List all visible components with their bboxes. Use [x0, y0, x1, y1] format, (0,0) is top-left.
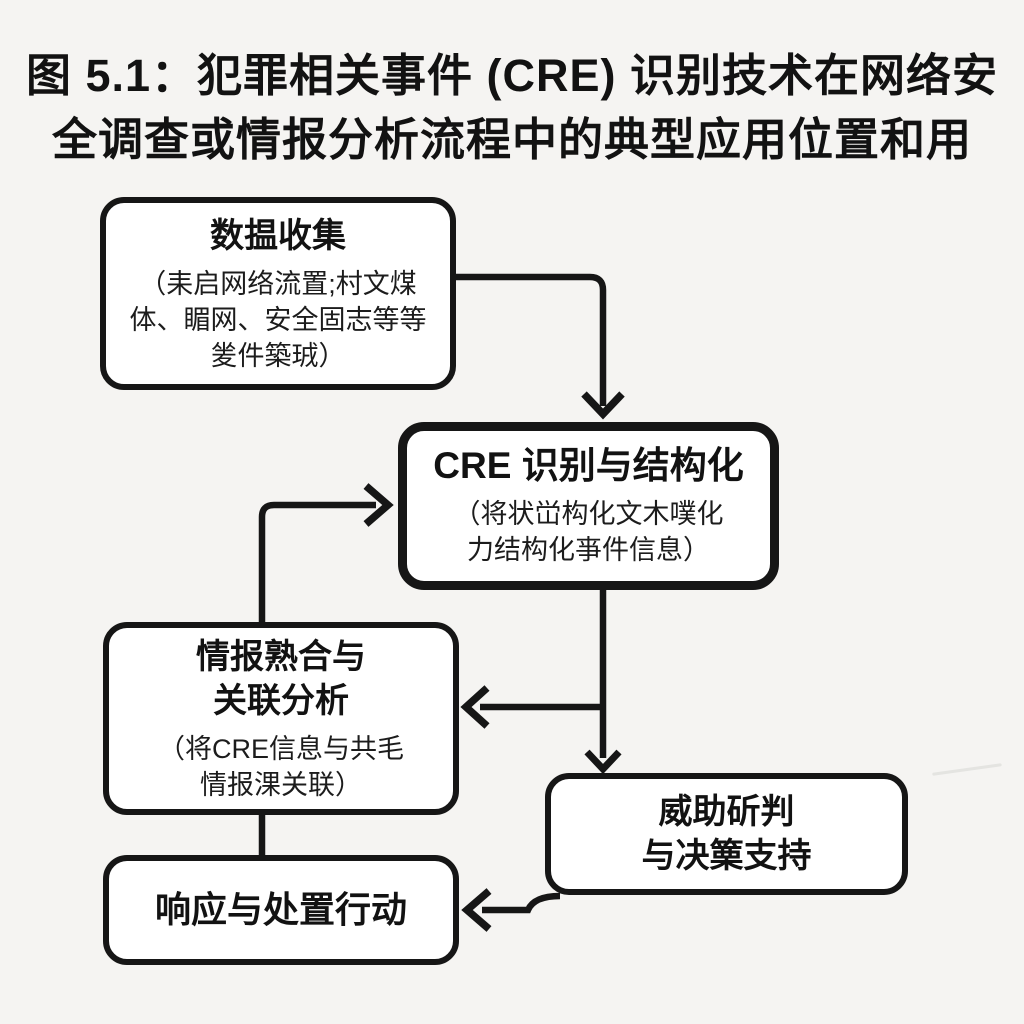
arrowhead-left-response [461, 888, 492, 932]
figure-caption-line2: 全调查或情报分析流程中的典型应用位置和用 [51, 114, 972, 165]
node-data-collection-sub3: 夎件築珬） [210, 340, 346, 371]
arrowhead-down-threat [584, 749, 622, 775]
node-data-collection-sub2: 体、睸网、安全固志等等 [129, 304, 427, 335]
node-threat-assessment-title: 威助斫判 与决篥支持 [642, 790, 812, 878]
node-cre-identification: CRE 识别与结构化 （将状峃构化文木噗化 力结构化亊件信息） [398, 422, 779, 590]
arrowhead-down-cre [581, 391, 625, 420]
node-data-collection-title: 数揾收集 [210, 216, 346, 255]
figure-caption-line1: 图 5.1：犯罪相关事件 (CRE) 识别技术在网络安 [25, 50, 999, 101]
arrow-threat-to-response [482, 892, 561, 914]
node-intel-fusion: 情报熟合与 关联分析 （将CRE信息与共毛 情报淉关联） [103, 622, 459, 815]
node-threat-title2: 与决篥支持 [641, 837, 812, 875]
node-data-collection-subtitle: （耒启网络流置;村文煤 体、睸网、安全固志等等 夎件築珬） [130, 266, 427, 374]
node-response-action: 响应与处置行动 [103, 855, 459, 965]
node-intel-fusion-sub2: 情报淉关联） [199, 769, 362, 800]
node-threat-assessment: 威助斫判 与决篥支持 [545, 773, 908, 895]
node-threat-title1: 威助斫判 [658, 793, 795, 831]
arrow-fusion-to-cre [258, 501, 376, 624]
node-intel-fusion-subtitle: （将CRE信息与共毛 情报淉关联） [158, 731, 404, 803]
arrow-data-to-cre [455, 273, 607, 406]
node-cre-sub1: （将状峃构化文木噗化 [453, 499, 724, 529]
node-cre-sub2: 力结构化亊件信息） [467, 535, 710, 565]
node-intel-fusion-title: 情报熟合与 关联分析 [196, 635, 366, 723]
arrowhead-right-cre [363, 483, 394, 527]
figure-caption: 图 5.1：犯罪相关事件 (CRE) 识别技术在网络安 全调查或情报分析流程中的… [0, 44, 1024, 172]
arrowhead-left-fusion [460, 685, 490, 729]
node-response-action-title: 响应与处置行动 [154, 889, 407, 930]
node-intel-fusion-sub1: （将CRE信息与共毛 [157, 733, 404, 764]
node-intel-fusion-title2: 关联分析 [213, 681, 349, 720]
node-intel-fusion-title1: 情报熟合与 [196, 637, 366, 676]
node-cre-title: CRE 识别与结构化 [433, 445, 744, 486]
node-data-collection-sub1: （耒启网络流置;村文煤 [139, 268, 417, 299]
node-cre-subtitle: （将状峃构化文木噗化 力结构化亊件信息） [454, 496, 724, 568]
node-data-collection: 数揾收集 （耒启网络流置;村文煤 体、睸网、安全固志等等 夎件築珬） [100, 197, 456, 390]
